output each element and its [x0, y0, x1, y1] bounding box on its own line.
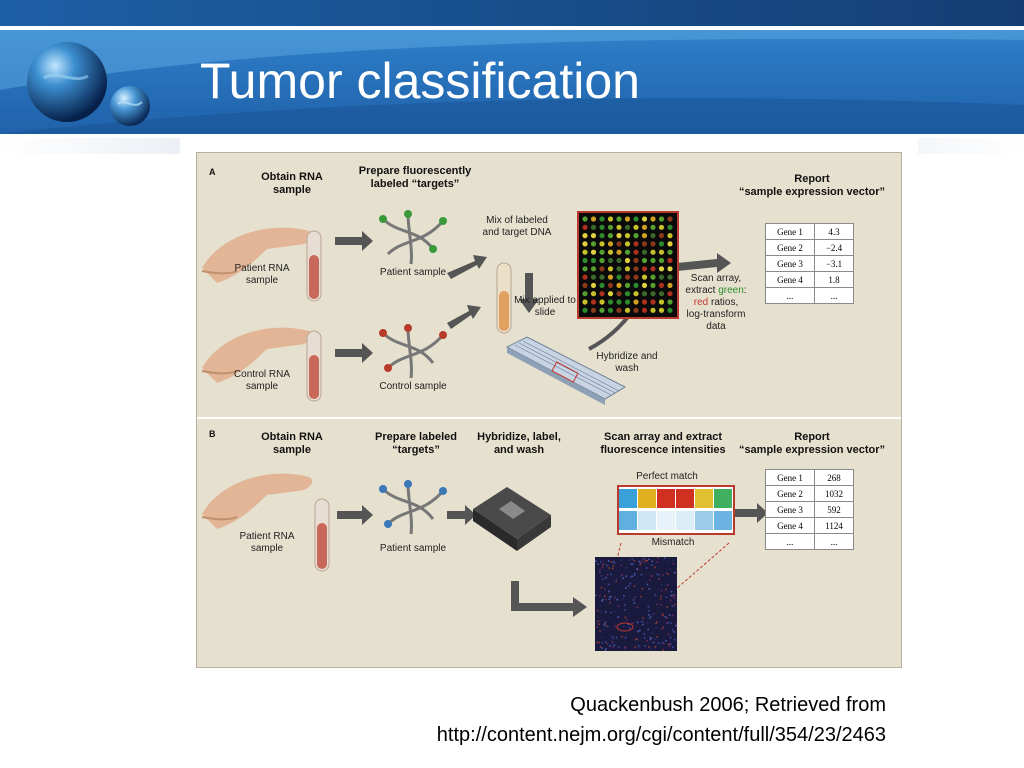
header-top-bar: [0, 0, 1024, 26]
panel-b-step-prepare-targets: Prepare labeled “targets”: [375, 431, 457, 456]
intensity-strip: [617, 485, 735, 535]
patient-targets-icon: [379, 210, 447, 265]
table-row: Gene 3−3.1: [765, 255, 854, 272]
panel-b-step-obtain-rna: Obtain RNA sample: [261, 431, 323, 456]
panel-a-step-prepare-targets: Prepare fluorescently labeled “targets”: [358, 165, 472, 190]
mix-tube-icon: [496, 262, 512, 334]
mix-applied-label: Mix applied to slide: [514, 295, 576, 318]
gene-chip-icon: [473, 487, 551, 551]
expression-value-cell: 4.3: [814, 223, 854, 240]
table-row: ......: [765, 533, 854, 550]
panel-b-report-heading: Report “sample expression vector”: [738, 431, 886, 456]
citation-url: http://content.nejm.org/cgi/content/full…: [436, 724, 886, 746]
hand-icon: [201, 473, 313, 529]
expression-value-cell: 1124: [814, 517, 854, 534]
perfect-match-label: Perfect match: [636, 471, 698, 482]
expression-value-cell: −3.1: [814, 255, 854, 272]
gene-name-cell: Gene 4: [765, 517, 815, 534]
gene-name-cell: Gene 1: [765, 469, 815, 486]
expression-value-cell: 268: [814, 469, 854, 486]
expression-value-cell: 592: [814, 501, 854, 518]
slide-title: Tumor classification: [200, 53, 640, 109]
control-sample-label: Control sample: [379, 381, 447, 392]
gene-name-cell: ...: [765, 287, 815, 304]
scan-array-text: Scan array, extract green: red ratios, l…: [685, 273, 747, 332]
header-swoosh: [0, 30, 1024, 134]
gene-name-cell: Gene 1: [765, 223, 815, 240]
panel-b-patient-sample-label: Patient sample: [379, 543, 447, 554]
expression-value-cell: 1.8: [814, 271, 854, 288]
scan-image: [595, 557, 679, 652]
globe-logo-icon: [27, 42, 150, 126]
gene-name-cell: Gene 2: [765, 485, 815, 502]
control-targets-icon: [379, 324, 447, 379]
citation: Quackenbush 2006; Retrieved from http://…: [437, 690, 886, 750]
panel-a-letter: A: [209, 167, 216, 177]
hand-icon: [201, 227, 313, 383]
gene-name-cell: Gene 2: [765, 239, 815, 256]
panel-a-report-heading: Report “sample expression vector”: [738, 173, 886, 198]
citation-source: Quackenbush 2006; Retrieved from: [570, 694, 886, 716]
figure-top-margin: [180, 138, 918, 154]
expression-value-cell: ...: [814, 287, 854, 304]
test-tube-icon: [306, 230, 322, 402]
table-row: ......: [765, 287, 854, 304]
gene-name-cell: Gene 4: [765, 271, 815, 288]
panel-b-step-scan: Scan array and extract fluorescence inte…: [600, 431, 726, 456]
expression-value-cell: 1032: [814, 485, 854, 502]
panel-a-step-obtain-rna: Obtain RNA sample: [261, 171, 323, 196]
gene-name-cell: Gene 3: [765, 255, 815, 272]
glass-slide-icon: [505, 336, 627, 405]
hybridize-label: Hybridize and wash: [596, 351, 658, 374]
control-rna-label: Control RNA sample: [233, 369, 291, 392]
test-tube-icon: [314, 498, 330, 572]
expression-value-cell: −2.4: [814, 239, 854, 256]
panel-b-patient-rna-label: Patient RNA sample: [239, 531, 295, 554]
gene-name-cell: Gene 3: [765, 501, 815, 518]
table-row: Gene 2−2.4: [765, 239, 854, 256]
patient-rna-label: Patient RNA sample: [234, 263, 290, 286]
gene-name-cell: ...: [765, 533, 815, 550]
mismatch-label: Mismatch: [651, 537, 695, 548]
microarray-figure: A Obtain RNA sample Prepare fluorescentl…: [196, 152, 902, 668]
panel-b-step-hybridize: Hybridize, label, and wash: [477, 431, 561, 456]
panel-b-letter: B: [209, 429, 216, 439]
microarray-grid: [577, 211, 679, 319]
panel-divider: [197, 417, 901, 419]
panel-b-targets-icon: [379, 480, 447, 535]
mix-label: Mix of labeled and target DNA: [482, 215, 552, 238]
patient-sample-label: Patient sample: [379, 267, 447, 278]
expression-value-cell: ...: [814, 533, 854, 550]
header-divider: [0, 26, 1024, 30]
